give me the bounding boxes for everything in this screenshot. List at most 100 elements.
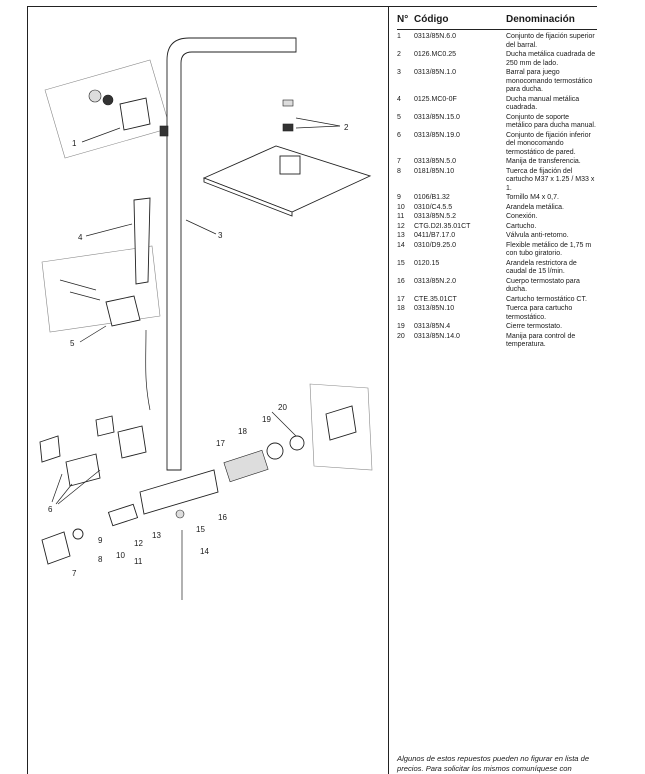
thermostatic-cartridge <box>223 449 269 483</box>
cell-no: 13 <box>397 232 405 239</box>
cell-code: 0313/85N.14.0 <box>414 332 460 340</box>
cell-no: 17 <box>397 295 405 303</box>
hand-shower-hose <box>145 329 151 411</box>
cell-code: 0125.MC0-0F <box>414 95 457 103</box>
cell-no: 7 <box>397 158 401 165</box>
support-screw-2 <box>69 291 101 301</box>
callout-6: 6 <box>48 505 53 514</box>
lower-fixing-plate-2 <box>117 425 147 459</box>
callout-19: 19 <box>262 415 271 424</box>
inset-box-support <box>41 245 161 333</box>
table-row: 10 0310/C4.5.5 Arandela metálica. <box>397 204 597 214</box>
callout-17: 17 <box>216 439 225 448</box>
cell-code: CTG.D2I.35.01CT <box>414 222 471 230</box>
cell-no: 4 <box>397 95 401 103</box>
top-fixing-bracket <box>159 125 169 137</box>
inset-box-top <box>44 59 171 159</box>
cell-no: 9 <box>397 194 401 201</box>
hand-shower <box>133 197 151 285</box>
header-name: Denominación <box>506 14 597 30</box>
cell-name: Manija para control de temperatura. <box>506 332 576 349</box>
callout-14: 14 <box>200 547 209 556</box>
top-rule <box>27 6 597 7</box>
callout-9: 9 <box>98 536 103 545</box>
cell-no: 11 <box>397 213 405 220</box>
table-row: 14 0310/D9.25.0 Flexible metálico de 1,75 … <box>397 242 597 260</box>
cell-name: Tornillo M4 x 0,7. <box>506 194 559 201</box>
hand-shower-support <box>105 295 141 327</box>
top-fixing-cover <box>119 97 151 131</box>
cell-name: Conjunto de fijación superior del barral… <box>506 33 595 49</box>
cell-code: 0313/85N.4 <box>414 323 451 330</box>
cell-code: 0310/D9.25.0 <box>414 241 457 249</box>
cell-code: 0313/85N.19.0 <box>414 131 460 139</box>
cell-code: CTE.35.01CT <box>414 295 457 303</box>
cell-no: 19 <box>397 323 405 330</box>
table-row: 20 0313/85N.14.0 Manija para control de te… <box>397 333 597 351</box>
cell-name: Ducha metálica cuadrada de 250 mm de lad… <box>506 51 596 67</box>
callout-18: 18 <box>238 427 247 436</box>
callout-4: 4 <box>78 233 83 242</box>
cell-name: Conjunto de fijación inferior del monoco… <box>506 131 591 156</box>
cell-code: 0313/85N.10 <box>414 305 455 312</box>
shower-arm-washer <box>282 123 294 132</box>
cell-name: Manija de transferencia. <box>506 158 581 165</box>
cell-code: 0310/C4.5.5 <box>414 203 453 211</box>
footnote: Algunos de estos repuestos pueden no fig… <box>397 754 590 773</box>
thermostat-body <box>139 469 219 515</box>
callout-13: 13 <box>152 531 161 540</box>
cell-code: 0313/85N.5.0 <box>414 158 457 165</box>
transfer-handle <box>41 531 71 565</box>
cell-no: 14 <box>397 241 405 249</box>
callout-12: 12 <box>134 539 143 548</box>
shower-arm-nut <box>282 99 294 107</box>
flow-restrictor-washer <box>175 509 185 519</box>
cell-no: 15 <box>397 259 405 267</box>
callout-8: 8 <box>98 555 103 564</box>
cell-no: 5 <box>397 113 401 121</box>
cell-no: 10 <box>397 203 405 211</box>
callout-11: 11 <box>134 557 143 566</box>
cell-name: Conjunto de soporte metálico para ducha … <box>506 113 596 130</box>
cell-no: 20 <box>397 332 405 340</box>
cell-name: Conexión. <box>506 213 538 220</box>
cell-name: Flexible metálico de 1,75 m con tubo gir… <box>506 241 592 258</box>
table-row: 19 0313/85N.4 Cierre termostato. <box>397 323 597 333</box>
cell-name: Cierre termostato. <box>506 323 563 330</box>
cell-code: 0313/85N.6.0 <box>414 33 457 40</box>
cartridge-nut <box>266 442 284 460</box>
cell-name: Barral para juego monocomando termostáti… <box>506 69 593 93</box>
table-row: 7 0313/85N.5.0 Manija de transferencia. <box>397 158 597 168</box>
callout-15: 15 <box>196 525 205 534</box>
parts-table-header: N° Código Denominación <box>397 14 597 30</box>
riser-bar <box>166 37 297 471</box>
cell-no: 3 <box>397 69 401 76</box>
callout-10: 10 <box>116 551 125 560</box>
shower-head-edge <box>203 177 293 217</box>
cell-no: 8 <box>397 167 401 175</box>
cell-code: 0313/85N.15.0 <box>414 113 460 121</box>
callout-7: 7 <box>72 569 77 578</box>
column-divider <box>388 6 389 774</box>
callout-3: 3 <box>218 231 223 240</box>
cell-name: Arandela metálica. <box>506 203 564 211</box>
cell-code: 0411/B7.17.0 <box>414 232 456 239</box>
cell-no: 2 <box>397 51 401 58</box>
cell-no: 18 <box>397 305 405 312</box>
